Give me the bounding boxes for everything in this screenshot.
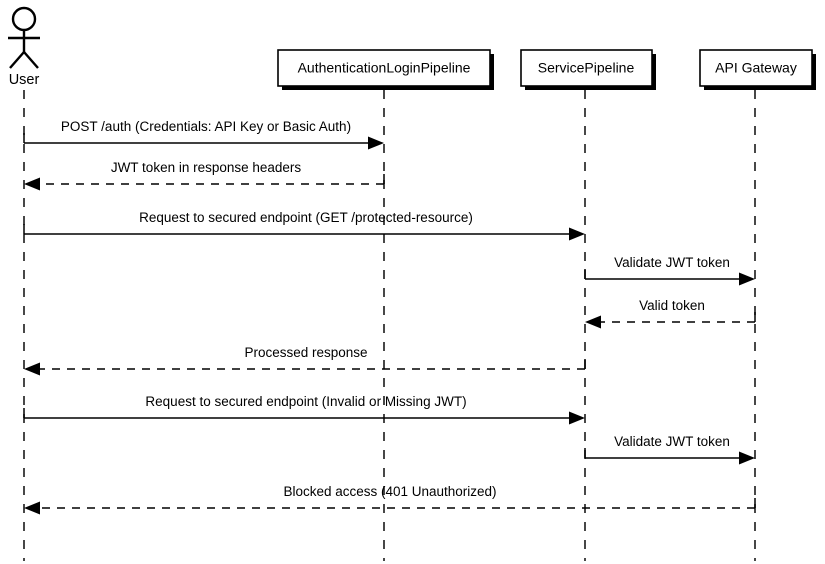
actor-label-user: User [9, 72, 40, 88]
message-1-post-auth[interactable]: POST /auth (Credentials: API Key or Basi… [23, 119, 384, 150]
participant-box-apigateway[interactable]: API Gateway [699, 49, 816, 90]
participant-label-apigateway: API Gateway [715, 60, 797, 76]
participant-label-servicepipeline: ServicePipeline [538, 60, 635, 76]
message-8-validate-jwt-token[interactable]: Validate JWT token [584, 434, 755, 465]
message-9-label: Blocked access (401 Unauthorized) [283, 484, 496, 499]
participant-label-authenticationloginpipeline: AuthenticationLoginPipeline [298, 60, 471, 76]
message-4-label: Validate JWT token [614, 255, 730, 270]
message-3-request-secured-endpoint[interactable]: Request to secured endpoint (GET /protec… [23, 210, 585, 241]
message-5-valid-token[interactable]: Valid token [585, 298, 756, 329]
message-6-processed-response[interactable]: Processed response [24, 345, 586, 376]
message-7-request-invalid-jwt[interactable]: Request to secured endpoint (Invalid or … [23, 394, 585, 425]
participant-box-servicepipeline[interactable]: ServicePipeline [520, 49, 656, 90]
message-1-label: POST /auth (Credentials: API Key or Basi… [61, 119, 351, 134]
message-9-blocked-access[interactable]: Blocked access (401 Unauthorized) [24, 484, 756, 515]
message-8-label: Validate JWT token [614, 434, 730, 449]
message-4-validate-jwt-token[interactable]: Validate JWT token [584, 255, 755, 286]
message-5-label: Valid token [639, 298, 705, 313]
message-2-label: JWT token in response headers [111, 160, 302, 175]
message-7-label: Request to secured endpoint (Invalid or … [145, 394, 466, 409]
stick-figure-actor-icon [8, 6, 40, 69]
message-2-jwt-token-response[interactable]: JWT token in response headers [24, 160, 385, 191]
message-6-label: Processed response [244, 345, 367, 360]
participant-box-authenticationloginpipeline[interactable]: AuthenticationLoginPipeline [277, 49, 494, 90]
message-3-label: Request to secured endpoint (GET /protec… [139, 210, 473, 225]
